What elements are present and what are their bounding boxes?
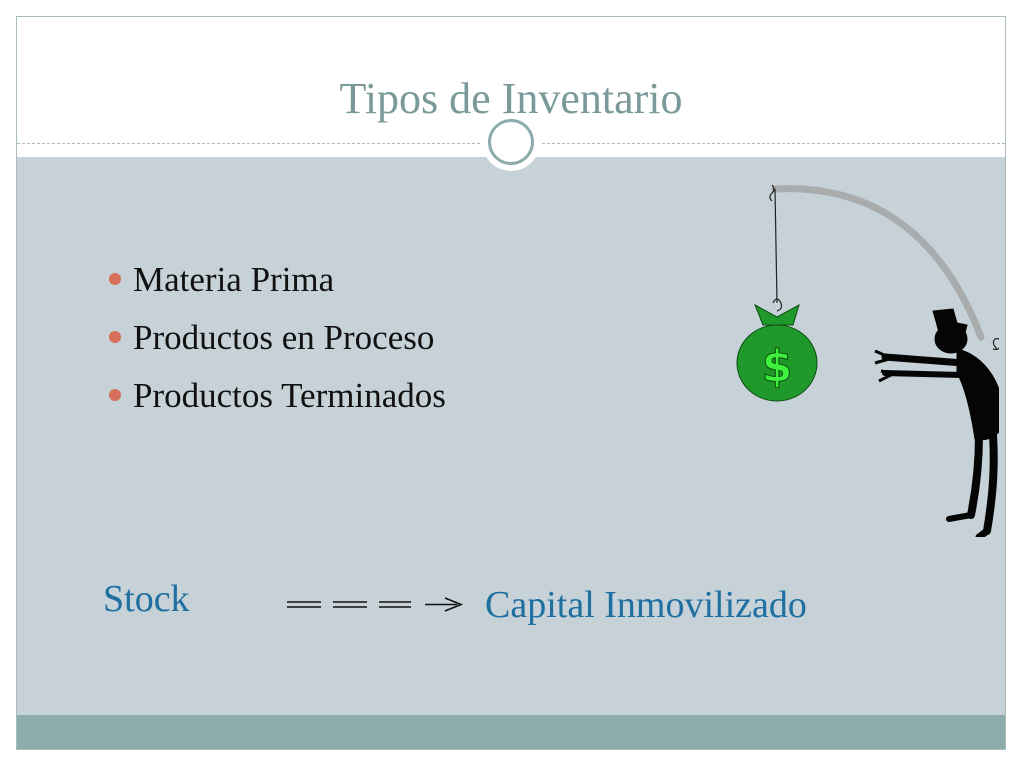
fishing-line: [774, 188, 778, 304]
capital-label: Capital Inmovilizado: [485, 584, 807, 626]
bullet-item-materia-prima: Materia Prima: [107, 251, 446, 309]
bullet-text: Materia Prima: [133, 260, 335, 299]
circle-ornament-icon: [482, 113, 540, 171]
dashed-arrow-icon: [287, 597, 464, 612]
stick-figure-icon: [874, 308, 999, 537]
slide: Tipos de Inventario Materia Prima Produc…: [16, 16, 1006, 750]
money-fishing-illustration: $: [736, 184, 999, 537]
stock-label: Stock: [103, 578, 190, 620]
bullet-list: Materia Prima Productos en Proceso Produ…: [107, 251, 446, 425]
bullet-dot-icon: [109, 331, 121, 343]
money-bag-icon: $: [736, 303, 818, 402]
bullet-dot-icon: [109, 389, 121, 401]
footer-bar: [17, 715, 1005, 749]
circle-ring: [488, 119, 534, 165]
hook-icon: [772, 298, 783, 312]
bullet-item-productos-en-proceso: Productos en Proceso: [107, 309, 446, 367]
bullet-text: Productos en Proceso: [133, 318, 435, 357]
reel-icon: [992, 338, 999, 351]
bullet-text: Productos Terminados: [133, 376, 446, 415]
bullet-dot-icon: [109, 273, 121, 285]
dollar-sign: $: [762, 341, 793, 392]
content-area: [17, 157, 1005, 715]
bullet-item-productos-terminados: Productos Terminados: [107, 367, 446, 425]
fishing-rod-icon: [771, 185, 985, 341]
